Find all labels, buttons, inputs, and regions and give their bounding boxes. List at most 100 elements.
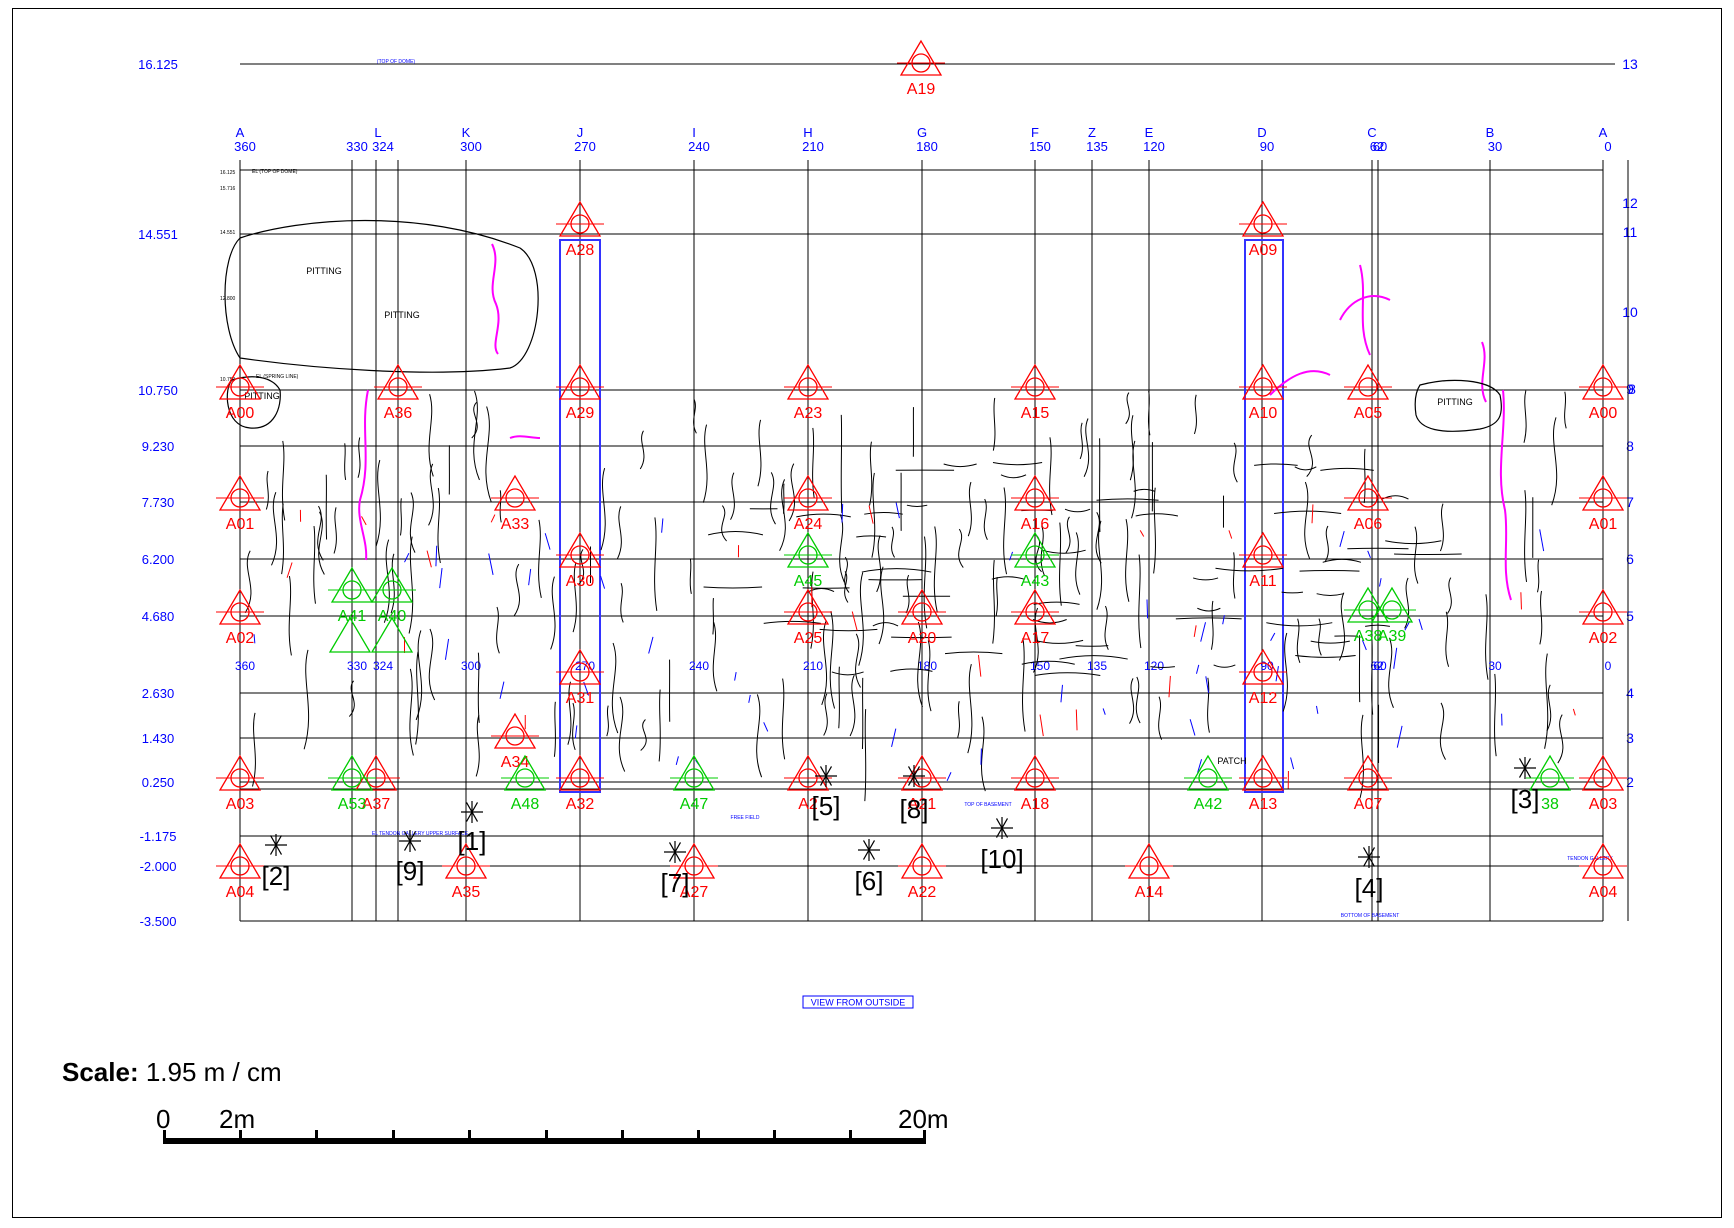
crack-line [1304, 481, 1311, 559]
crack-line [409, 668, 414, 756]
crack-line [281, 440, 286, 521]
crack-line [1539, 590, 1543, 645]
small-elev: 12.800 [220, 296, 236, 302]
crack-line [1075, 532, 1081, 595]
crack-mark [977, 654, 982, 677]
column-degree: 0 [1604, 139, 1611, 154]
column-degree-mid: 180 [917, 659, 937, 673]
target-label: A25 [794, 630, 823, 647]
crack-line [1135, 676, 1141, 724]
crack-line [1034, 672, 1101, 676]
target-label: A20 [908, 630, 937, 647]
crack-line [390, 553, 395, 614]
crack-line [1439, 503, 1444, 552]
crack-line [620, 583, 624, 623]
marker-label: [8] [900, 794, 929, 824]
crack-mark [1228, 530, 1233, 539]
crack-line [1523, 390, 1527, 443]
crack-line [1192, 577, 1219, 581]
target-label: A15 [1021, 405, 1050, 422]
target-label: A47 [680, 796, 709, 813]
crack-line [1125, 392, 1130, 425]
crack-line [819, 628, 878, 632]
crack-mark [1539, 529, 1545, 552]
scale-tick-2m: 2m [219, 1104, 256, 1134]
target-triangle [900, 842, 944, 879]
column-degree: 60 [1373, 139, 1387, 154]
crack-line [702, 424, 708, 503]
column-letter: H [803, 125, 812, 140]
crack-mark [253, 634, 256, 644]
crack-mark [439, 567, 443, 589]
small-elev: 14.551 [220, 230, 236, 236]
crack-mark [1189, 719, 1196, 736]
free-field-note: FREE FIELD [731, 815, 760, 821]
crack-line [1320, 467, 1374, 471]
crack-line [658, 689, 661, 762]
column-letter: G [917, 125, 927, 140]
crack-line [538, 519, 542, 598]
target-triangle [330, 566, 374, 603]
target-label: A04 [226, 884, 255, 901]
pitting-outline [224, 219, 539, 373]
crack-line [1096, 520, 1103, 610]
target-triangle [218, 754, 262, 791]
target-label: A2 [798, 796, 818, 813]
target-label: A36 [384, 405, 413, 422]
crack-line [981, 716, 986, 792]
column-degree: 150 [1029, 139, 1051, 154]
target-triangle [218, 842, 262, 879]
crack-line [992, 462, 1043, 466]
crack-mark [1195, 664, 1200, 674]
crack-mark [1270, 632, 1276, 641]
level-label: 16.125 [138, 57, 178, 72]
target-triangle [1013, 363, 1057, 400]
target-triangle [1241, 531, 1285, 568]
crack-line [1153, 487, 1156, 574]
crack-line [1158, 696, 1163, 740]
target-triangle [1241, 648, 1285, 685]
crack-line [318, 511, 325, 575]
magenta-crack [358, 389, 369, 561]
buttress-band [559, 239, 601, 793]
crack-line [1365, 624, 1391, 627]
crack-mark [1379, 578, 1382, 587]
column-letter: B [1486, 125, 1495, 140]
crack-mark [1075, 709, 1078, 731]
crack-line [1129, 415, 1134, 481]
scale-tick [773, 1130, 776, 1138]
target-label: A10 [1249, 405, 1278, 422]
target-label: A38 [1354, 628, 1383, 645]
target-triangle [1581, 842, 1625, 879]
column-degree-mid: 324 [373, 659, 393, 673]
crack-line [428, 394, 434, 477]
crack-line [1148, 390, 1151, 436]
crack-line [856, 535, 887, 538]
crack-line [721, 505, 727, 542]
crack-line [1193, 394, 1197, 435]
marker-label: [10] [980, 844, 1023, 874]
view-label: VIEW FROM OUTSIDE [811, 998, 906, 1008]
target-label: A45 [794, 573, 823, 590]
target-label: A14 [1135, 884, 1164, 901]
crack-mark [404, 552, 410, 563]
crack-line [1215, 567, 1284, 572]
target-triangle [1013, 754, 1057, 791]
crack-line [1294, 466, 1317, 471]
row-number: 10 [1622, 304, 1638, 320]
magenta-crack [491, 243, 500, 355]
crack-line [375, 459, 381, 547]
crack-line [611, 642, 619, 734]
crack-line [703, 586, 763, 589]
crack-line [712, 622, 718, 692]
target-triangle [1346, 754, 1390, 791]
crack-mark [1290, 757, 1295, 770]
target-label: A40 [378, 608, 407, 625]
crack-mark [1168, 675, 1171, 698]
crack-line [348, 680, 355, 717]
column-degree-mid: 30 [1488, 659, 1502, 673]
target-triangle [786, 588, 830, 625]
crack-line [788, 463, 795, 522]
column-letter: J [577, 125, 584, 140]
crack-line [890, 668, 933, 672]
